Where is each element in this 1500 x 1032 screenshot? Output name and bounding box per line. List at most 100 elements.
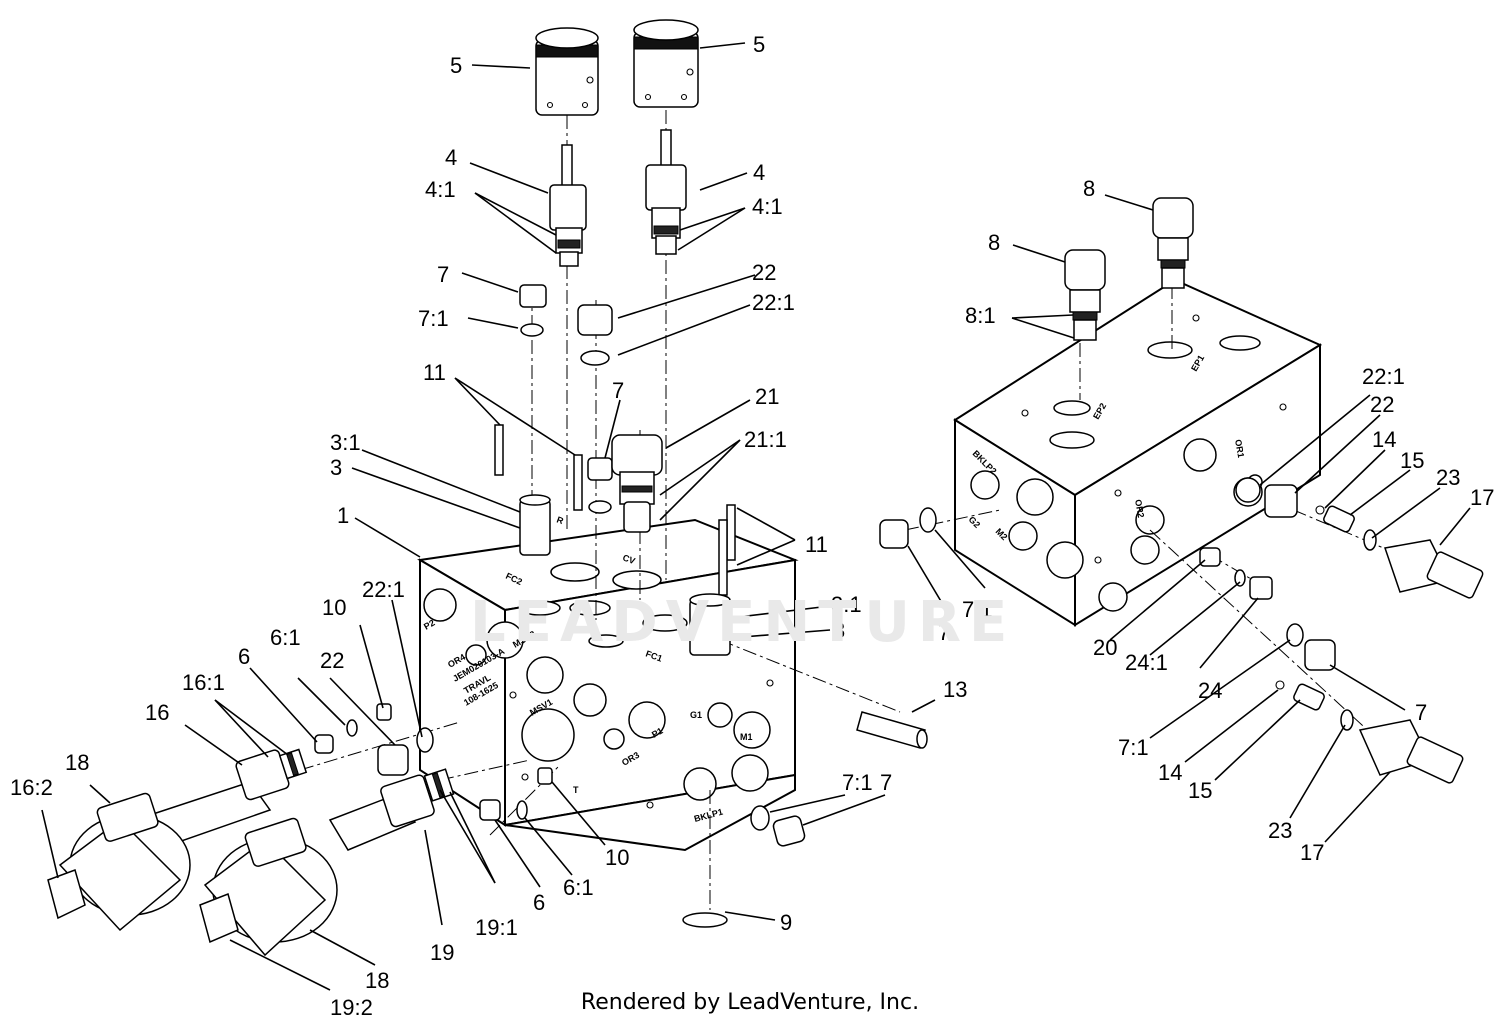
callout-label: 5 bbox=[753, 32, 765, 57]
fittings-6-10 bbox=[314, 703, 553, 821]
callout-label: 16:2 bbox=[10, 775, 53, 800]
valve-3-left bbox=[519, 494, 551, 556]
callout-label: 9 bbox=[780, 910, 792, 935]
port-mark: P2 bbox=[422, 618, 437, 632]
callout-label: 16:1 bbox=[182, 670, 225, 695]
callout-label: 15 bbox=[1400, 448, 1424, 473]
seal-9 bbox=[682, 912, 728, 928]
callout-label: 22:1 bbox=[362, 577, 405, 602]
callout-label: 3:1 bbox=[330, 430, 361, 455]
callout-label: 1 bbox=[337, 503, 349, 528]
callout-label: 11 bbox=[805, 532, 828, 557]
callout-label: 15 bbox=[1188, 778, 1212, 803]
callout-label: 3 bbox=[330, 455, 342, 480]
cartridge-4-right bbox=[645, 129, 687, 255]
port-mark: CV bbox=[621, 552, 636, 566]
callout-label: 19 bbox=[430, 940, 454, 965]
callout-label: 7:1 bbox=[842, 770, 873, 795]
callout-label: 21:1 bbox=[744, 427, 787, 452]
coil-18-right bbox=[199, 817, 338, 957]
callout-label: 6:1 bbox=[563, 875, 594, 900]
callout-label: 7 bbox=[437, 262, 449, 287]
callout-label: 7:1 bbox=[962, 597, 993, 622]
callout-label: 24:1 bbox=[1125, 650, 1168, 675]
pins-11 bbox=[494, 424, 736, 596]
port-mark: T bbox=[573, 785, 579, 795]
callout-label: 10 bbox=[322, 595, 346, 620]
callout-label: 20 bbox=[1093, 635, 1117, 660]
callout-label: 7 bbox=[1415, 700, 1427, 725]
valve-8-right bbox=[1152, 197, 1194, 289]
callout-label: 3:1 bbox=[831, 592, 862, 617]
callout-label: 18 bbox=[365, 968, 389, 993]
callout-label: 4 bbox=[445, 145, 457, 170]
callout-label: 22 bbox=[320, 648, 344, 673]
callout-label: 4:1 bbox=[425, 177, 456, 202]
port-mark: P1 bbox=[650, 726, 665, 740]
callout-label: 4 bbox=[753, 160, 765, 185]
manifold-block-right bbox=[953, 278, 1323, 627]
port-mark: R bbox=[555, 514, 565, 526]
port-mark: OR1 bbox=[1233, 439, 1246, 459]
coil-18-left bbox=[47, 792, 191, 932]
callout-label: 14 bbox=[1158, 760, 1182, 785]
fittings-right-upper bbox=[1235, 477, 1484, 599]
callout-label: 14 bbox=[1372, 427, 1396, 452]
valve-8-left bbox=[1064, 249, 1106, 341]
callout-label: 22:1 bbox=[752, 290, 795, 315]
callout-label: 4:1 bbox=[752, 194, 783, 219]
knob-5-right bbox=[633, 19, 699, 108]
callout-label: 11 bbox=[423, 360, 446, 385]
port-mark: G1 bbox=[690, 710, 702, 720]
callout-label: 24 bbox=[1198, 678, 1222, 703]
callout-label: 23 bbox=[1268, 818, 1292, 843]
callout-label: 16 bbox=[145, 700, 169, 725]
callout-label: 7 bbox=[938, 620, 950, 645]
callout-label: 7 bbox=[880, 770, 892, 795]
solenoid-19 bbox=[328, 768, 455, 851]
callout-label: 3 bbox=[833, 618, 845, 643]
callout-label: 17 bbox=[1470, 485, 1494, 510]
callout-label: 7:1 bbox=[418, 306, 449, 331]
credit-text: Rendered by LeadVenture, Inc. bbox=[580, 990, 920, 1015]
callout-label: 6:1 bbox=[270, 625, 301, 650]
callout-label: 21 bbox=[755, 384, 779, 409]
knob-5-left bbox=[535, 27, 599, 116]
leader-lines bbox=[41, 42, 1471, 991]
port-mark: M1 bbox=[740, 732, 753, 742]
callout-label: 7 bbox=[612, 378, 624, 403]
cartridge-4-left bbox=[549, 144, 587, 267]
callout-label: 22:1 bbox=[1362, 364, 1405, 389]
callout-label: 7:1 bbox=[1118, 735, 1149, 760]
callout-label: 8 bbox=[988, 230, 1000, 255]
plug-7-top bbox=[519, 284, 547, 337]
callout-label: 6 bbox=[533, 890, 545, 915]
solenoid-16 bbox=[148, 748, 308, 846]
callout-label: 5 bbox=[450, 53, 462, 78]
callout-label: 18 bbox=[65, 750, 89, 775]
callout-label: 8:1 bbox=[965, 303, 996, 328]
port-mark: OR2 bbox=[1133, 499, 1146, 519]
valve-3-right bbox=[689, 593, 731, 656]
callout-label: 23 bbox=[1436, 465, 1460, 490]
plug-7-lower bbox=[750, 805, 806, 847]
callout-label: 19:2 bbox=[330, 995, 373, 1020]
plug-22-top bbox=[577, 304, 613, 366]
plug-7-right-face bbox=[879, 507, 937, 549]
callout-label: 17 bbox=[1300, 840, 1324, 865]
callout-label: 22 bbox=[752, 260, 776, 285]
valve-21 bbox=[611, 434, 663, 533]
callouts: 5 5 4 4:1 4 4:1 7 7:1 22 22:1 11 7 21 21… bbox=[10, 32, 1494, 1020]
callout-label: 13 bbox=[943, 677, 967, 702]
pin-13 bbox=[856, 711, 928, 749]
fittings-right-lower bbox=[1199, 547, 1464, 784]
plug-7-middle bbox=[587, 457, 613, 514]
callout-label: 22 bbox=[1370, 392, 1394, 417]
watermark-text: LEADVENTURE bbox=[470, 590, 1016, 655]
callout-label: 6 bbox=[238, 644, 250, 669]
callout-label: 19:1 bbox=[475, 915, 518, 940]
callout-label: 10 bbox=[605, 845, 629, 870]
callout-label: 8 bbox=[1083, 176, 1095, 201]
